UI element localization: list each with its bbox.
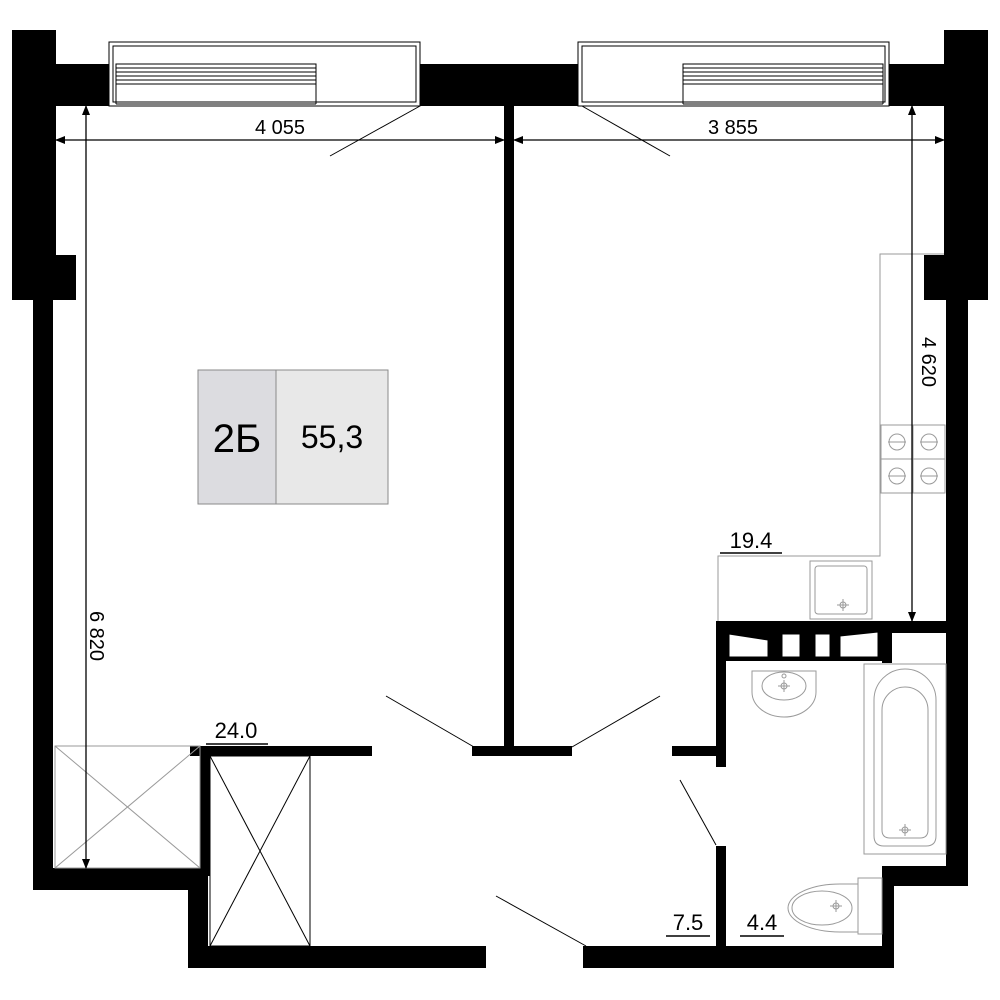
bathroom-fixtures [751,663,947,935]
wall-right-bottom-step [884,866,968,886]
door-swings [329,105,717,947]
unit-badge: 2Б 55,3 [197,369,389,505]
walls [12,30,988,968]
window-door-left [329,105,421,157]
wall-bath-shaft-right [882,621,892,663]
door-kitchen [571,695,661,748]
wall-central-partition [504,104,514,754]
room-areas: 24.0 19.4 7.5 4.4 [206,528,784,937]
vent-duct-4 [839,631,879,658]
window-right [577,41,890,107]
wall-bath-right [882,866,894,968]
unit-area-box [275,369,389,505]
door-bath [679,779,717,846]
wall-bath-left-lower [716,846,726,956]
dim-top-left-label: 4 055 [255,117,305,139]
wall-bottom-left [33,868,201,890]
closets [54,745,311,947]
window-left [108,41,421,107]
kitchen [717,253,946,621]
wall-bottom-right [583,946,894,968]
dim-top-right-label: 3 855 [708,117,758,139]
wall-bath-stub [672,746,726,756]
toilet-icon [787,877,883,935]
wall-left-outer [33,280,53,890]
stove-icon [880,424,946,494]
dim-left-height-label: 6 820 [85,611,107,661]
door-entrance [495,895,587,947]
vent-duct-2 [781,633,801,658]
bathtub-icon [863,663,947,855]
wall-right-outer [946,280,968,885]
kitchen-sink [809,560,873,620]
closet-wardrobe [209,755,311,947]
wall-bath-left-upper [716,621,726,767]
unit-type: 2Б [213,417,262,461]
vent-duct-1 [728,633,769,658]
windows [108,41,890,107]
wall-closet-left [188,868,208,968]
door-living [385,695,475,748]
vent-ducts [728,631,879,658]
vent-duct-3 [814,633,831,658]
unit-type-box [197,369,277,505]
window-door-right [581,105,671,157]
wall-bottom-mid [188,946,486,968]
wall-closet-side [200,746,210,876]
area-kitchen-living: 19.4 [730,528,773,553]
closet-living-corner [54,745,201,869]
kitchen-counter [717,253,944,621]
wall-top-left [40,64,114,106]
wall-top-middle [416,64,582,106]
area-bathroom: 4.4 [747,910,778,935]
wall-central-foot [472,746,572,756]
washbasin-icon [751,670,817,718]
wall-top-right [884,64,944,106]
area-hallway: 7.5 [673,910,704,935]
wall-closet-top [190,746,372,756]
wall-right-column-top [944,30,988,272]
dim-right-height-label: 4 620 [917,337,939,387]
dimension-lines [55,105,945,869]
unit-area: 55,3 [301,419,363,455]
area-living-room: 24.0 [215,718,258,743]
